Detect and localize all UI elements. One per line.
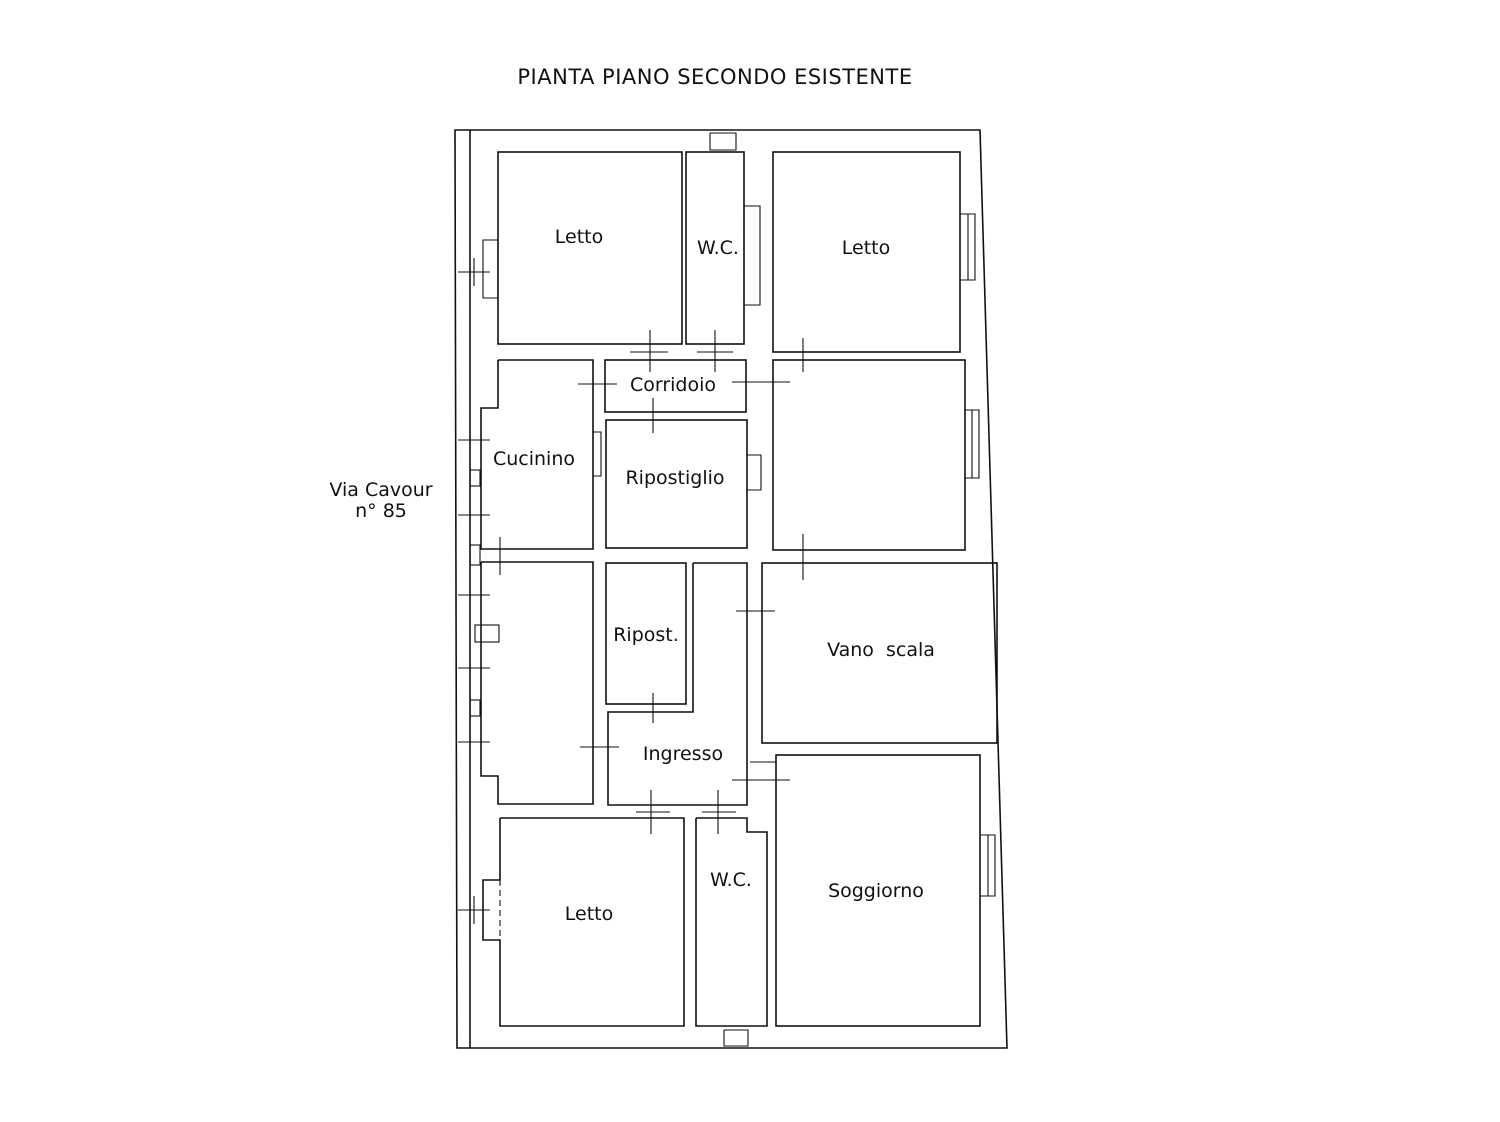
room-label-letto-sw: Letto [565, 903, 613, 925]
room-label-ripost: Ripost. [613, 624, 679, 646]
street-number: n° 85 [355, 500, 407, 522]
outer-walls [454, 129, 1008, 1049]
street-label: Via Cavour n° 85 [329, 479, 432, 522]
room-label-letto-nw: Letto [555, 226, 603, 248]
street-name: Via Cavour [329, 479, 432, 501]
plan-title: PIANTA PIANO SECONDO ESISTENTE [517, 65, 912, 89]
room-label-corridoio: Corridoio [630, 374, 716, 396]
room-label-ingresso: Ingresso [643, 743, 723, 765]
room-label-vano-scala: Vano scala [827, 639, 935, 661]
room-label-soggiorno: Soggiorno [828, 880, 924, 902]
room-label-wc-south: W.C. [710, 869, 752, 891]
room-labels: Letto W.C. Letto Corridoio Cucinino Ripo… [493, 226, 935, 925]
room-label-letto-ne: Letto [842, 237, 890, 259]
room-label-wc-north: W.C. [697, 237, 739, 259]
room-walls [469, 151, 998, 1027]
door-ticks [458, 258, 822, 924]
room-label-ripostiglio: Ripostiglio [625, 467, 724, 489]
room-label-cucinino: Cucinino [493, 448, 575, 470]
